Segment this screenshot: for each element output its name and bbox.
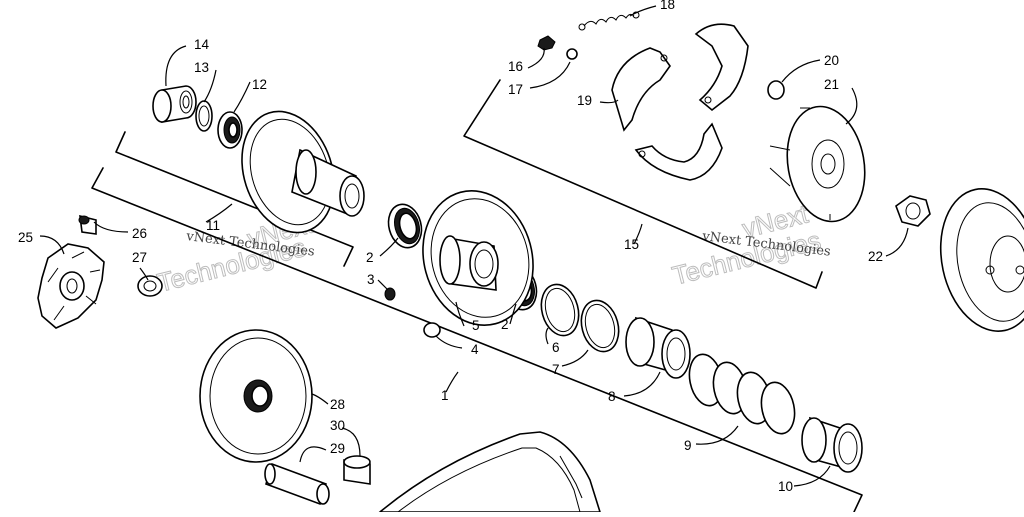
cup-10 — [801, 416, 863, 473]
callout-28: 28 — [330, 397, 345, 412]
callout-19: 19 — [577, 93, 592, 108]
callout-8: 8 — [608, 389, 616, 404]
callout-12: 12 — [252, 77, 267, 92]
callout-20: 20 — [824, 53, 839, 68]
seal-2a — [387, 203, 423, 249]
clutch-shoes-19 — [611, 23, 749, 181]
bearing-14 — [152, 85, 197, 123]
screw-3 — [384, 287, 396, 301]
callout-2a: 2 — [366, 250, 374, 265]
hub-11 — [241, 110, 365, 234]
spring-18 — [578, 11, 640, 31]
callout-9: 9 — [684, 438, 692, 453]
nut-22 — [895, 195, 931, 227]
sleeve-8 — [625, 316, 691, 379]
bracket-15 — [463, 79, 823, 289]
callout-29: 29 — [330, 441, 345, 456]
bushing-20 — [767, 80, 785, 100]
callout-10: 10 — [778, 479, 793, 494]
callout-25: 25 — [18, 230, 33, 245]
callout-7: 7 — [552, 362, 560, 377]
bushing-27 — [137, 275, 163, 297]
spring-9 — [688, 353, 796, 435]
callout-16: 16 — [508, 59, 523, 74]
callout-4: 4 — [471, 342, 479, 357]
callout-2b: 2 — [501, 317, 509, 332]
callout-21: 21 — [824, 77, 839, 92]
sheave-5 — [422, 190, 534, 326]
callout-6: 6 — [552, 340, 560, 355]
drive-plate-21 — [769, 105, 866, 223]
roller-4 — [423, 322, 441, 338]
callout-22: 22 — [868, 249, 883, 264]
bearing-12 — [217, 111, 243, 149]
pulley-28 — [199, 329, 313, 463]
callout-11: 11 — [206, 218, 220, 233]
clip-26 — [78, 214, 97, 235]
watermark-right: vNext Technologies vNext Technologies — [669, 198, 832, 291]
callout-1: 1 — [441, 388, 449, 403]
spider-25 — [37, 243, 105, 329]
ring-13 — [195, 100, 213, 132]
bushing-30 — [343, 455, 371, 485]
callout-18: 18 — [660, 0, 675, 12]
callout-30: 30 — [330, 418, 345, 433]
callout-13: 13 — [194, 60, 209, 75]
callout-5: 5 — [472, 318, 480, 333]
callouts: 1 2 2 3 4 5 6 7 8 9 10 11 12 13 14 15 16… — [18, 0, 883, 494]
leader-lines — [39, 5, 909, 487]
bracket-11 — [115, 131, 354, 267]
callout-17: 17 — [508, 82, 523, 97]
callout-26: 26 — [132, 226, 147, 241]
callout-14: 14 — [194, 37, 210, 52]
nut-16 — [537, 35, 556, 51]
bracket-1 — [91, 167, 863, 513]
washer-17 — [566, 48, 578, 60]
callout-15: 15 — [624, 237, 639, 252]
drive-belt — [377, 431, 602, 513]
sleeve-29 — [264, 462, 330, 506]
clutch-drum — [939, 188, 1024, 332]
callout-3: 3 — [367, 272, 375, 287]
callout-27: 27 — [132, 250, 147, 265]
